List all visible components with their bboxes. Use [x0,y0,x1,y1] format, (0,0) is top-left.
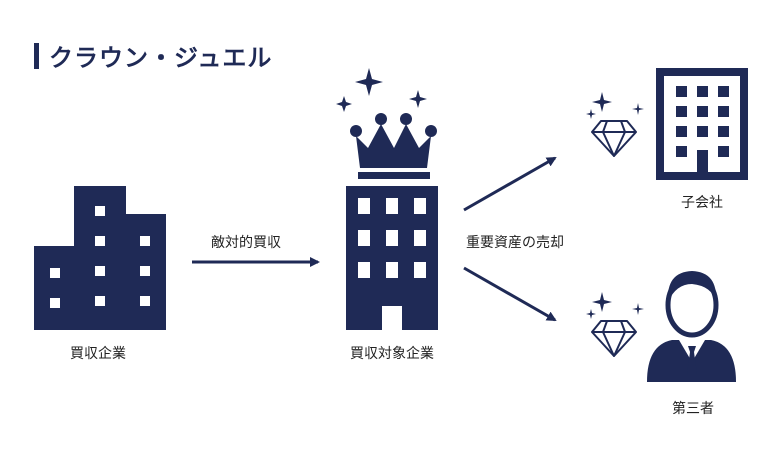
acquirer-label: 買収企業 [70,346,126,362]
diamond-icon [591,320,637,357]
sparkle-icon [586,109,596,119]
target-building-icon [346,186,438,330]
sparkle-icon [592,292,612,312]
sparkle-icon [355,68,383,96]
acquirer-building-icon [34,186,166,330]
diamond-icon [591,120,637,157]
heading: クラウン・ジュエル [34,38,272,73]
crown-sparkles [336,68,427,112]
sparkle-icon [586,309,596,319]
office-building-icon [656,68,748,180]
sparkle-icon [632,103,644,115]
sparkle-icon [336,96,352,112]
page-title: クラウン・ジュエル [49,44,273,72]
sparkle-icon [592,92,612,112]
diamond-group-lower [586,292,644,357]
sale-arrow-down-icon [463,266,557,322]
sparkle-icon [632,303,644,315]
sparkle-icon [409,90,427,108]
sale-arrow-up-icon [463,156,557,212]
person-icon [647,271,736,382]
subsidiary-label: 子会社 [681,195,723,211]
crown-icon [350,113,437,179]
title-accent-bar [34,42,39,69]
target-label: 買収対象企業 [350,346,434,362]
diamond-group-upper [586,92,644,157]
third-party-label: 第三者 [672,401,714,417]
hostile-takeover-label: 敵対的買収 [211,235,281,251]
asset-sale-label: 重要資産の売却 [466,235,564,251]
